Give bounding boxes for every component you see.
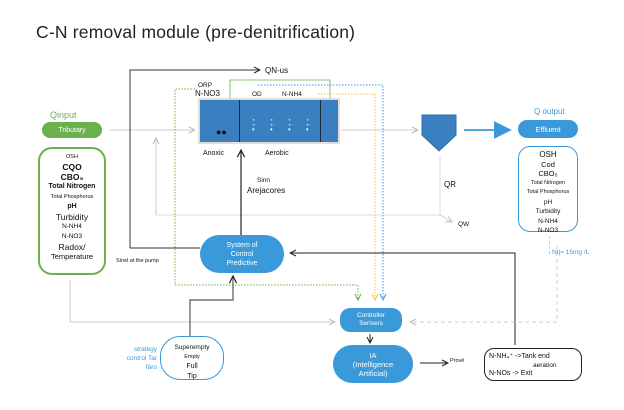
output-param: OSH bbox=[539, 150, 557, 159]
output-param: Total Phosphorus bbox=[526, 189, 570, 195]
input-param: Total Phosphorus bbox=[50, 194, 94, 200]
qr-recycle-line bbox=[156, 155, 441, 216]
orp-signal-line bbox=[174, 88, 358, 300]
anoxic-label: Anoxic bbox=[203, 150, 225, 157]
nnh4-signal-line bbox=[318, 93, 375, 300]
rules-feedback-line bbox=[290, 253, 516, 345]
predictive-control-line: Predictive bbox=[226, 259, 258, 267]
tributary-pill[interactable]: Tributary bbox=[42, 122, 102, 138]
output-param: pH bbox=[543, 198, 553, 206]
output-param: Total Nitrogen bbox=[531, 179, 565, 186]
qr-label: QR bbox=[444, 180, 456, 189]
predictive-control-node[interactable]: System of Control Predictive bbox=[200, 235, 284, 273]
od-label: OD bbox=[252, 91, 262, 98]
strategy-options-box: Superempty Empty Full Tip bbox=[160, 336, 224, 380]
clarifier-icon bbox=[421, 114, 457, 152]
strategy-option[interactable]: Tip bbox=[187, 372, 197, 380]
strategy-label: strategy control Tar fâro bbox=[115, 345, 157, 372]
output-parameters-box: OSH Cod CBO₅ Total Nitrogen Total Phosph… bbox=[518, 146, 578, 234]
qw-label: QW bbox=[458, 221, 470, 228]
limit-divider bbox=[549, 236, 550, 254]
input-param: CQO bbox=[62, 162, 82, 172]
reactor-tank: ●● ∘∘·▾ ∘∘·▾ ∘∘·▾ ∘∘·▾ bbox=[198, 98, 340, 144]
rule-line: N-NOs -> Exit bbox=[489, 370, 533, 377]
controller-line: Serisers bbox=[359, 320, 383, 327]
controller-node[interactable]: Controller Serisers bbox=[340, 308, 402, 332]
qn-us-line bbox=[129, 70, 260, 248]
input-to-controller-line bbox=[69, 280, 335, 322]
output-param: CBO₅ bbox=[538, 169, 558, 178]
strategy-label-line: fâro bbox=[145, 364, 157, 371]
input-param: N-NO3 bbox=[61, 233, 83, 240]
controller-line: Controller bbox=[356, 312, 386, 319]
nnh4-label: N-NH4 bbox=[282, 91, 302, 98]
aeration-bubbles-icon: ∘∘·▾ bbox=[288, 117, 293, 133]
prove-label: Provê bbox=[450, 358, 465, 364]
aeration-bubbles-icon: ∘∘·▾ bbox=[270, 117, 275, 133]
mixer-icon: ●● bbox=[216, 127, 227, 137]
input-param: CBO₅ bbox=[60, 172, 84, 182]
output-to-controller-line bbox=[410, 245, 558, 322]
qoutput-label: Q output bbox=[534, 107, 565, 116]
page-title: C-N removal module (pre-denitrification) bbox=[36, 22, 356, 42]
strategy-option[interactable]: Superempty bbox=[174, 344, 210, 351]
anoxic-divider bbox=[239, 100, 240, 142]
strategy-label-line: control Tar bbox=[126, 355, 157, 362]
input-param: Total Nitrogen bbox=[48, 183, 96, 190]
predictive-control-line: Control bbox=[230, 250, 254, 258]
actuator-label-2: Arejacores bbox=[247, 186, 286, 195]
strategy-option[interactable]: Full bbox=[186, 363, 198, 370]
input-param: N-NH4 bbox=[62, 223, 82, 230]
aeration-bubbles-icon: ∘∘·▾ bbox=[252, 117, 257, 133]
pump-signal-label: Sinel at the pump bbox=[116, 258, 159, 264]
rule-line: aeration bbox=[533, 362, 557, 369]
input-parameters-box: OSH CQO CBO₅ Total Nitrogen Total Phosph… bbox=[38, 147, 106, 275]
od-signal-line bbox=[258, 84, 383, 300]
input-param: pH bbox=[67, 203, 77, 210]
orp-label: ORP bbox=[198, 82, 213, 89]
clarifier-divider bbox=[320, 100, 321, 142]
input-param: Temperature bbox=[50, 252, 94, 261]
output-param: Turbidity bbox=[535, 208, 561, 215]
qn-us-label: QN-us bbox=[265, 66, 289, 75]
qinput-label: Qinput bbox=[50, 110, 77, 120]
predictive-control-line: System of bbox=[226, 241, 258, 249]
actuator-label-1: Sinn bbox=[257, 177, 271, 184]
nno3-label: N-NO3 bbox=[195, 89, 220, 98]
input-param: Radox/ bbox=[58, 242, 86, 252]
aeration-bubbles-icon: ∘∘·▾ bbox=[306, 117, 311, 133]
ai-line: IA bbox=[369, 350, 377, 360]
nitrogen-limit-label: Nt|= 15mg /L bbox=[552, 249, 590, 256]
rules-box: N-NH₄⁺ ->Tank end aeration N-NOs -> Exit bbox=[484, 348, 582, 381]
input-param: Turbidity bbox=[55, 212, 89, 222]
strategy-label-line: strategy bbox=[133, 346, 157, 353]
output-param: N-NO3 bbox=[537, 227, 559, 234]
output-param: Cod bbox=[541, 159, 555, 169]
rule-line: N-NH₄⁺ ->Tank end bbox=[489, 353, 550, 360]
ai-line: Artificial) bbox=[358, 368, 388, 378]
output-param: N-NH4 bbox=[538, 217, 558, 225]
qw-line bbox=[439, 214, 452, 222]
input-param: OSH bbox=[66, 154, 78, 160]
ai-line: (Intelligence bbox=[352, 359, 394, 369]
aerobic-label: Aerobic bbox=[265, 150, 289, 157]
strategy-to-predictive-line bbox=[189, 276, 233, 337]
effluent-pill[interactable]: Effluent bbox=[518, 120, 578, 138]
ai-node[interactable]: IA (Intelligence Artificial) bbox=[333, 345, 413, 383]
strategy-option[interactable]: Empty bbox=[184, 353, 200, 360]
